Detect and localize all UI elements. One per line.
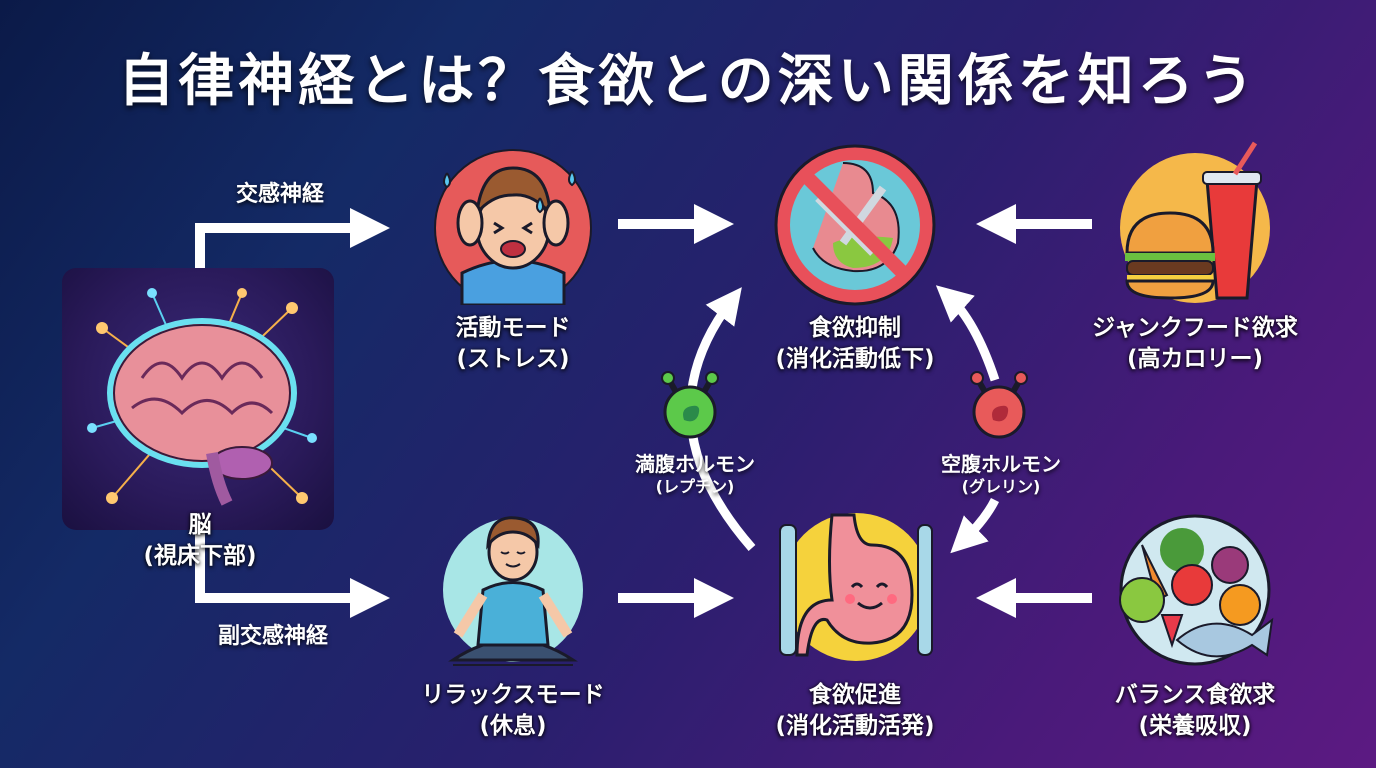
- brain-label: 脳 (視床下部): [143, 512, 257, 569]
- parasympathetic-arrow: [195, 510, 390, 618]
- active-mode-node: [432, 143, 594, 307]
- parasympathetic-label: 副交感神経: [218, 624, 329, 649]
- appetite-suppress-node: [773, 143, 937, 307]
- burger-drink-icon: [1120, 141, 1270, 303]
- green-hormone-icon: [661, 371, 719, 439]
- junk-food-node: [1115, 138, 1280, 308]
- junk-food-label: ジャンクフード欲求 (高カロリー): [1092, 315, 1298, 372]
- stressed-person-icon: [434, 149, 592, 307]
- leptin-label: 満腹ホルモン (レプチン): [635, 452, 755, 496]
- vegetables-fish-icon: [1119, 514, 1274, 666]
- appetite-promote-label: 食欲促進 (消化活動活発): [775, 682, 935, 739]
- ghrelin-label: 空腹ホルモン (グレリン): [941, 452, 1061, 496]
- ghrelin-up-arrow: [935, 285, 1000, 382]
- relax-mode-node: [428, 500, 598, 670]
- sympathetic-label: 交感神経: [236, 182, 325, 207]
- no-eating-stomach-icon: [774, 144, 936, 306]
- relax-mode-label: リラックスモード (休息): [421, 682, 605, 739]
- active-mode-label: 活動モード (ストレス): [455, 315, 571, 372]
- red-hormone-icon: [970, 371, 1028, 439]
- brain-icon: [87, 288, 317, 506]
- leptin-node: [658, 370, 722, 440]
- appetite-promote-node: [772, 505, 940, 667]
- meditating-person-icon: [443, 516, 583, 666]
- page-title: 自律神経とは？食欲との深い関係を知ろう: [118, 49, 1258, 114]
- brain-node: [62, 268, 334, 530]
- balanced-food-node: [1112, 505, 1278, 671]
- ghrelin-down-arrow: [950, 497, 1000, 554]
- happy-stomach-icon: [779, 513, 933, 661]
- appetite-suppress-label: 食欲抑制 (消化活動低下): [775, 315, 935, 372]
- ghrelin-node: [967, 370, 1031, 440]
- balanced-food-label: バランス食欲求 (栄養吸収): [1114, 682, 1276, 739]
